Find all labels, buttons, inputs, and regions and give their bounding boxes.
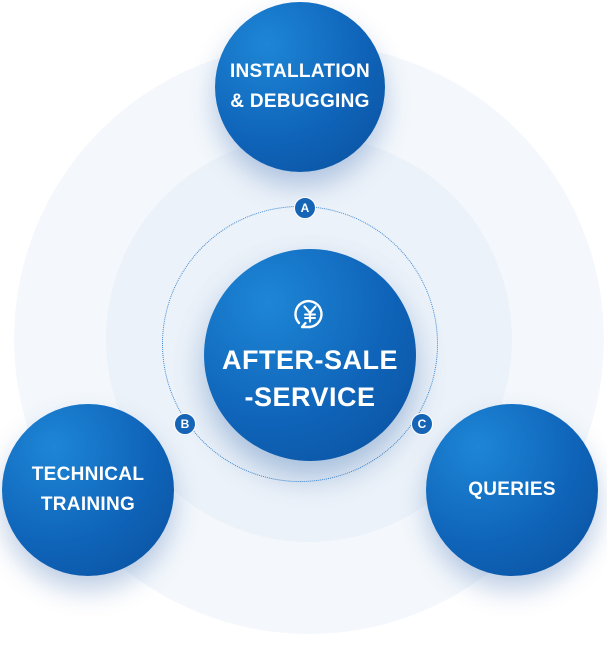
technical-label: TECHNICAL — [31, 464, 145, 485]
installation-label: INSTALLATION — [229, 61, 371, 82]
yen-refresh-icon — [294, 299, 323, 329]
after-sale-service-bubble: AFTER-SALE -SERVICE — [204, 249, 416, 461]
badge-b: B — [174, 413, 196, 435]
queries-label: QUERIES — [468, 479, 556, 500]
badge-a: A — [294, 197, 316, 219]
badge-c: C — [411, 413, 433, 435]
installation-debugging-bubble: INSTALLATION & DEBUGGING — [215, 2, 385, 172]
queries-bubble: QUERIES — [426, 404, 598, 576]
technical-training-bubble: TECHNICAL TRAINING — [2, 404, 174, 576]
debugging-label: & DEBUGGING — [230, 91, 370, 112]
after-sale-label: AFTER-SALE — [222, 345, 398, 375]
training-label: TRAINING — [40, 494, 136, 515]
service-label: -SERVICE — [244, 382, 376, 412]
